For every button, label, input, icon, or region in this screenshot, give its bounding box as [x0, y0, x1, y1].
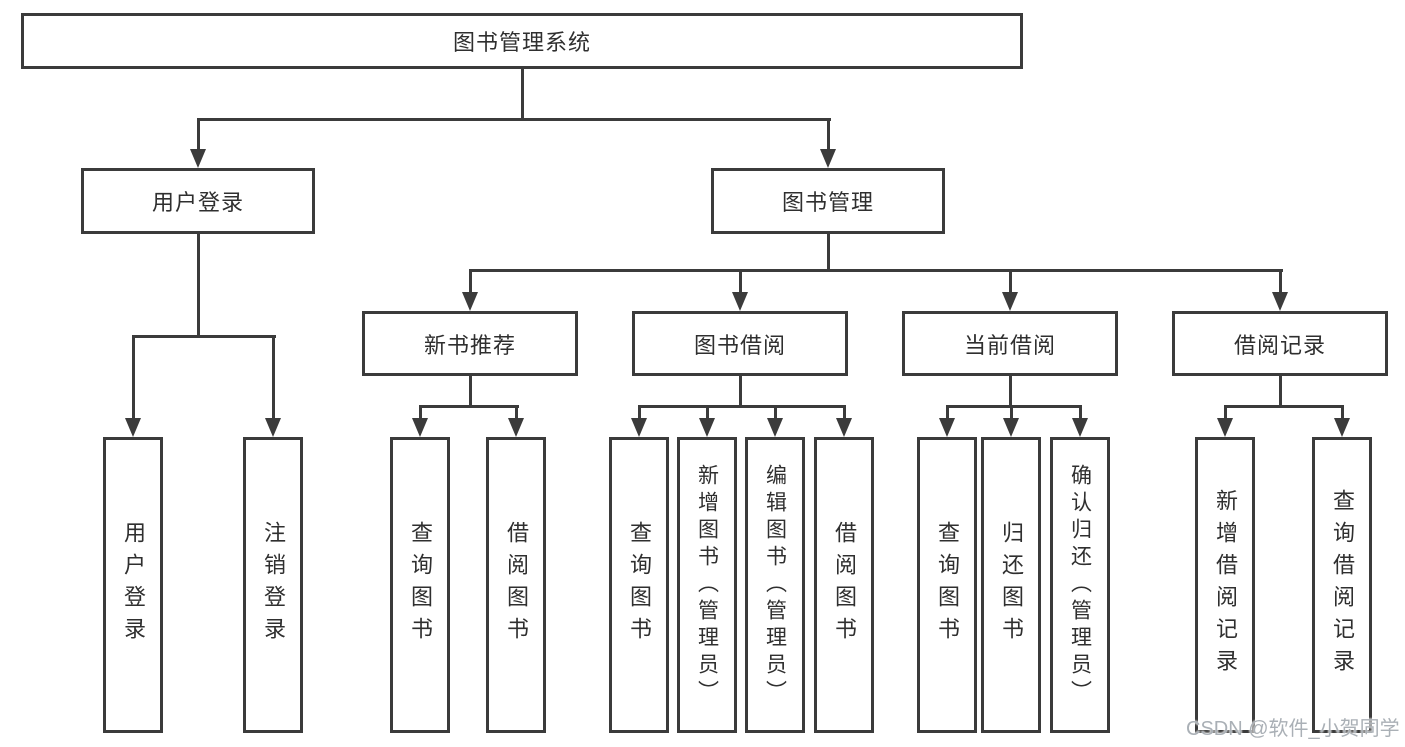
arrowhead-down-icon	[767, 418, 783, 437]
leaf-user-login: 用户登录	[103, 437, 163, 733]
connector-line	[132, 335, 135, 421]
leaf-borrow-books-label: 借阅图书	[832, 521, 857, 649]
connector-line	[197, 118, 831, 121]
arrowhead-down-icon	[631, 418, 647, 437]
node-borrowing-records-label: 借阅记录	[1233, 332, 1326, 358]
node-book-borrowing-label: 图书借阅	[693, 332, 786, 358]
connector-line	[197, 234, 200, 338]
connector-line	[739, 269, 742, 295]
leaf-borrow-books: 借阅图书	[814, 437, 874, 733]
connector-line	[1009, 376, 1012, 408]
connector-line	[469, 376, 472, 408]
arrowhead-down-icon	[732, 292, 748, 311]
connector-line	[469, 269, 472, 295]
arrowhead-down-icon	[1002, 292, 1018, 311]
arrowhead-down-icon	[1217, 418, 1233, 437]
connector-line	[1341, 405, 1344, 422]
leaf-query-books-borrow: 查询图书	[609, 437, 669, 733]
node-book-management: 图书管理	[711, 168, 945, 234]
arrowhead-down-icon	[265, 418, 281, 437]
connector-line	[827, 234, 830, 272]
arrowhead-down-icon	[508, 418, 524, 437]
node-root-label: 图书管理系统	[452, 30, 591, 55]
connector-line	[1224, 405, 1344, 408]
connector-line	[946, 405, 1082, 408]
connector-line	[1279, 376, 1282, 408]
arrowhead-down-icon	[1072, 418, 1088, 437]
connector-line	[706, 405, 709, 422]
leaf-confirm-return-admin-label: 确认归还（管理员）	[1068, 463, 1092, 707]
connector-line	[1010, 405, 1013, 422]
node-book-management-label: 图书管理	[781, 190, 874, 215]
leaf-return-books: 归还图书	[981, 437, 1041, 733]
node-new-book-recommendation: 新书推荐	[362, 311, 578, 376]
node-current-borrowing: 当前借阅	[902, 311, 1118, 376]
node-user-login: 用户登录	[81, 168, 315, 234]
arrowhead-down-icon	[412, 418, 428, 437]
leaf-add-borrow-record: 新增借阅记录	[1195, 437, 1255, 733]
leaf-confirm-return-admin: 确认归还（管理员）	[1050, 437, 1110, 733]
leaf-edit-books-admin: 编辑图书（管理员）	[745, 437, 805, 733]
connector-line	[272, 335, 275, 421]
connector-line	[1079, 405, 1082, 422]
arrowhead-down-icon	[462, 292, 478, 311]
node-new-book-recommendation-label: 新书推荐	[423, 332, 516, 358]
arrowhead-down-icon	[1272, 292, 1288, 311]
connector-line	[469, 269, 1283, 272]
watermark: CSDN @软件_小贺同学	[1186, 718, 1400, 740]
connector-line	[827, 118, 830, 152]
connector-line	[515, 405, 518, 422]
node-borrowing-records: 借阅记录	[1172, 311, 1388, 376]
leaf-query-borrow-record-label: 查询借阅记录	[1330, 489, 1355, 681]
connector-line	[638, 405, 846, 408]
arrowhead-down-icon	[125, 418, 141, 437]
arrowhead-down-icon	[939, 418, 955, 437]
leaf-query-borrow-record: 查询借阅记录	[1312, 437, 1372, 733]
arrowhead-down-icon	[699, 418, 715, 437]
node-user-login-label: 用户登录	[151, 190, 244, 215]
connector-line	[843, 405, 846, 422]
connector-line	[132, 335, 276, 338]
connector-line	[521, 69, 524, 119]
connector-line	[638, 405, 641, 422]
leaf-add-books-admin-label: 新增图书（管理员）	[695, 463, 719, 707]
leaf-edit-books-admin-label: 编辑图书（管理员）	[763, 463, 787, 707]
leaf-user-login-label: 用户登录	[121, 521, 146, 649]
leaf-logout-label: 注销登录	[261, 521, 286, 649]
connector-line	[197, 118, 200, 152]
connector-line	[1224, 405, 1227, 422]
connector-line	[1009, 269, 1012, 295]
connector-line	[946, 405, 949, 422]
arrowhead-down-icon	[190, 149, 206, 168]
leaf-query-books-current-label: 查询图书	[935, 521, 960, 649]
connector-line	[1279, 269, 1282, 295]
arrowhead-down-icon	[820, 149, 836, 168]
node-current-borrowing-label: 当前借阅	[963, 332, 1056, 358]
leaf-query-books-current: 查询图书	[917, 437, 977, 733]
leaf-query-books-recommend: 查询图书	[390, 437, 450, 733]
leaf-borrow-books-recommend: 借阅图书	[486, 437, 546, 733]
connector-line	[774, 405, 777, 422]
leaf-add-books-admin: 新增图书（管理员）	[677, 437, 737, 733]
arrowhead-down-icon	[1003, 418, 1019, 437]
arrowhead-down-icon	[836, 418, 852, 437]
node-root: 图书管理系统	[21, 13, 1023, 69]
connector-line	[419, 405, 422, 422]
leaf-borrow-books-recommend-label: 借阅图书	[504, 521, 529, 649]
arrowhead-down-icon	[1334, 418, 1350, 437]
connector-line	[739, 376, 742, 408]
leaf-return-books-label: 归还图书	[999, 521, 1024, 649]
leaf-add-borrow-record-label: 新增借阅记录	[1213, 489, 1238, 681]
leaf-query-books-recommend-label: 查询图书	[408, 521, 433, 649]
connector-line	[419, 405, 519, 408]
leaf-logout: 注销登录	[243, 437, 303, 733]
leaf-query-books-borrow-label: 查询图书	[627, 521, 652, 649]
node-book-borrowing: 图书借阅	[632, 311, 848, 376]
